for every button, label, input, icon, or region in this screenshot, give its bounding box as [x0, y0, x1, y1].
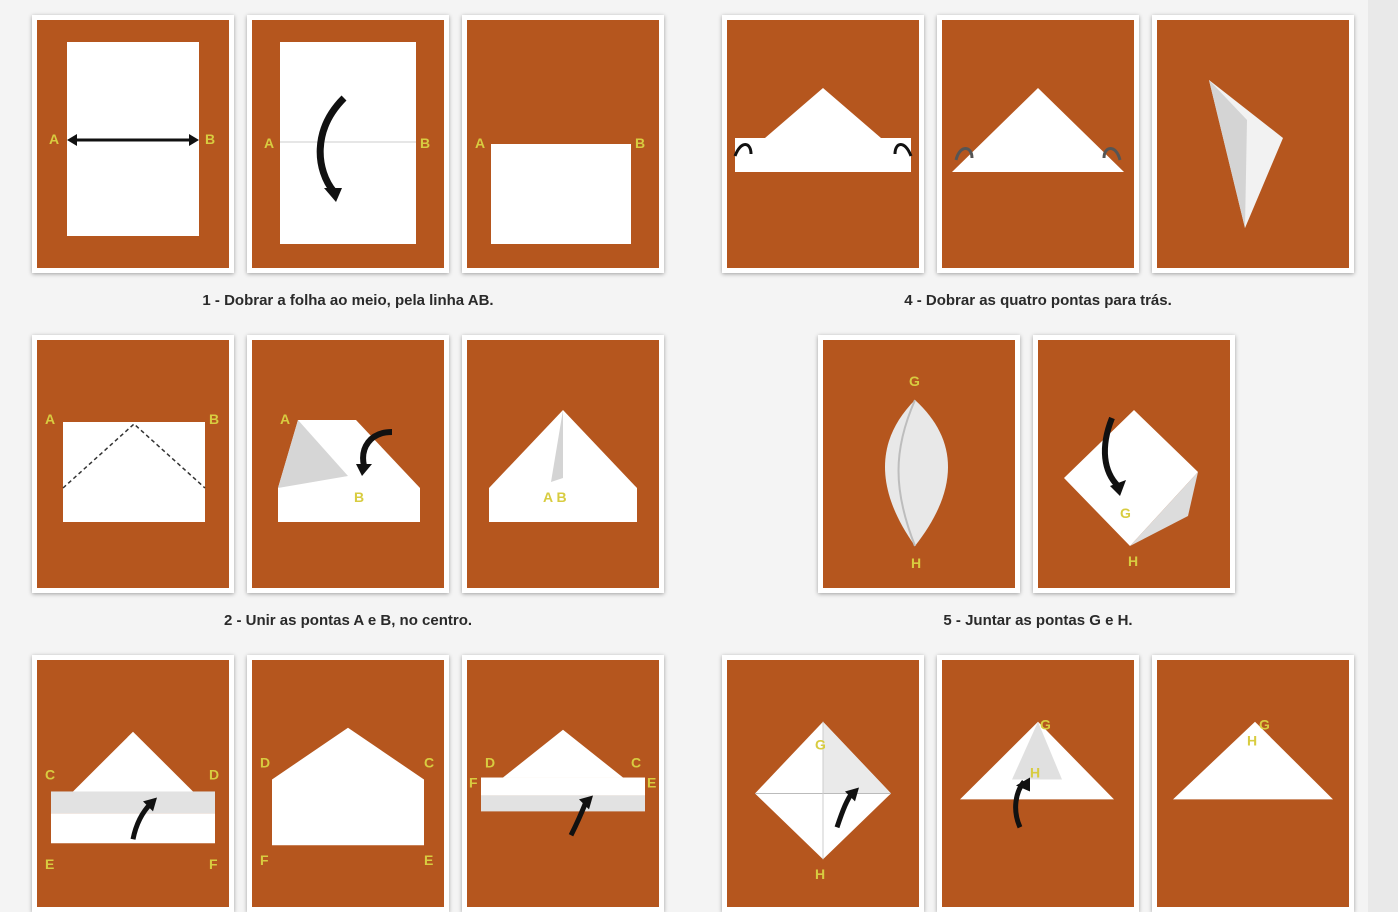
- label-a: A: [280, 411, 290, 427]
- label-c: C: [45, 767, 55, 783]
- label-f: F: [469, 775, 478, 791]
- label-b: B: [354, 489, 364, 505]
- label-g: G: [1259, 717, 1270, 733]
- step5-photo-1: G H: [818, 335, 1020, 593]
- label-h: H: [1247, 733, 1257, 749]
- step6-photo-1: G H: [722, 655, 924, 912]
- step6-photo-2: G H: [937, 655, 1139, 912]
- label-h: H: [1128, 553, 1138, 569]
- step2-photo-2: A B: [247, 335, 449, 593]
- step2-caption: 2 - Unir as pontas A e B, no centro.: [223, 612, 473, 629]
- label-a: A: [264, 135, 274, 151]
- label-e: E: [424, 852, 433, 868]
- label-e: E: [647, 775, 656, 791]
- label-ab: A B: [543, 489, 567, 505]
- label-f: F: [209, 856, 218, 872]
- label-b: B: [205, 131, 215, 147]
- label-d: D: [485, 755, 495, 771]
- step2-photo-1: A B: [32, 335, 234, 593]
- label-c: C: [424, 755, 434, 771]
- label-b: B: [209, 411, 219, 427]
- step5-photo-2: G H: [1033, 335, 1235, 593]
- step4-photo-3: [1152, 15, 1354, 273]
- step6-photo-3: G H: [1152, 655, 1354, 912]
- label-g: G: [1120, 505, 1131, 521]
- step1-photo-3: A B: [462, 15, 664, 273]
- label-a: A: [45, 411, 55, 427]
- fold-arrow: [316, 95, 347, 195]
- step2-photo-3: A B: [462, 335, 664, 593]
- label-h: H: [1030, 765, 1040, 781]
- step5-caption: 5 - Juntar as pontas G e H.: [943, 612, 1133, 629]
- step1-photo-1: A B: [32, 15, 234, 273]
- label-c: C: [631, 755, 641, 771]
- label-b: B: [420, 135, 430, 151]
- step4-photo-2: [937, 15, 1139, 273]
- label-a: A: [49, 131, 59, 147]
- label-g: G: [815, 737, 826, 753]
- step4-photo-1: [722, 15, 924, 273]
- label-g: G: [1040, 717, 1051, 733]
- label-a: A: [475, 135, 485, 151]
- label-f: F: [260, 852, 269, 868]
- step4-caption: 4 - Dobrar as quatro pontas para trás.: [904, 292, 1172, 309]
- label-d: D: [209, 767, 219, 783]
- step3-photo-1: C D E F: [32, 655, 234, 912]
- step3-photo-2: D C F E: [247, 655, 449, 912]
- step1-caption: 1 - Dobrar a folha ao meio, pela linha A…: [202, 292, 494, 309]
- right-edge-strip: [1368, 0, 1398, 912]
- label-g: G: [909, 373, 920, 389]
- step1-photo-2: A B: [247, 15, 449, 273]
- label-d: D: [260, 755, 270, 771]
- label-e: E: [45, 856, 54, 872]
- label-h: H: [911, 555, 921, 571]
- label-h: H: [815, 866, 825, 882]
- label-b: B: [635, 135, 645, 151]
- step3-photo-3: D C F E: [462, 655, 664, 912]
